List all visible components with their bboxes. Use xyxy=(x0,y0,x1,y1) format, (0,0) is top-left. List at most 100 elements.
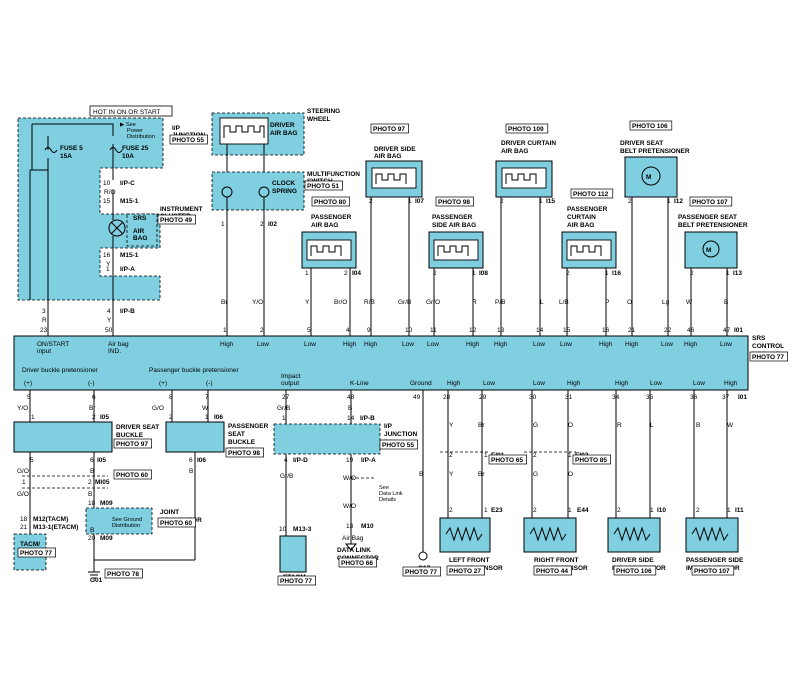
label-p37: 37 xyxy=(722,394,730,401)
photo-ref-ph77b: PHOTO 77 xyxy=(20,550,52,557)
label-airbag-ind2: IND. xyxy=(108,348,121,355)
label-p1b: 1 xyxy=(205,414,209,421)
photo-ref-ph66: PHOTO 66 xyxy=(341,560,373,567)
module-pin-number: 16 xyxy=(602,327,610,334)
label-m1: 1 xyxy=(221,221,225,228)
label-psa1: 1 xyxy=(472,270,476,277)
label-p19: 19 xyxy=(346,457,354,464)
label-ipb: I/P-B xyxy=(120,308,135,315)
label-steering: STEERING xyxy=(307,108,340,115)
label-p2c: 2 xyxy=(88,479,92,486)
photo-ref-box xyxy=(533,565,572,576)
photo-ref-box xyxy=(446,565,485,576)
label-p31: 31 xyxy=(565,394,573,401)
ground-g17-icon xyxy=(418,551,428,561)
label-r5: R xyxy=(472,299,477,306)
label-dsa2: 2 xyxy=(369,198,373,205)
label-p2b: 2 xyxy=(169,414,173,421)
label-i13: I13 xyxy=(733,270,742,277)
module-pin-number: 46 xyxy=(687,327,695,334)
photo-ref-box xyxy=(157,517,196,528)
label-g2: G xyxy=(533,471,538,478)
label-p34: 34 xyxy=(612,394,620,401)
label-p30: 30 xyxy=(529,394,537,401)
module-pin-level: Low xyxy=(257,341,269,348)
module-pin-number: 13 xyxy=(497,327,505,334)
label-psbp-title2: BELT PRETENSIONER xyxy=(678,222,748,229)
label-ipjb2: I/P xyxy=(384,423,393,430)
photo-ref-box xyxy=(402,566,441,577)
photo-ref-box xyxy=(379,439,418,450)
label-ipb2: I/P-B xyxy=(360,415,375,422)
label-p36: 36 xyxy=(690,394,698,401)
label-pin4: 4 xyxy=(107,308,111,315)
label-on-start2: input xyxy=(37,348,51,355)
label-p1d: 1 xyxy=(22,479,26,486)
label-psa-title: PASSENGER xyxy=(432,214,473,221)
photo-ref-box xyxy=(572,454,611,465)
label-gro: Gr/O xyxy=(426,299,440,306)
label-psbs2: SEAT xyxy=(228,431,245,438)
module-pin-level: Low xyxy=(533,341,545,348)
label-impact-out: Impact xyxy=(281,373,301,380)
module-pin-level: High xyxy=(343,341,357,348)
label-dsa-title: DRIVER SIDE xyxy=(374,146,416,153)
label-rfis: RIGHT FRONT xyxy=(534,557,578,564)
label-see-gd: See Ground xyxy=(112,517,142,523)
passenger-side-air-bag xyxy=(428,231,484,336)
label-l4: Low xyxy=(650,380,662,387)
photo-ref-ph97b: PHOTO 97 xyxy=(116,441,148,448)
label-m13: M13-1(ETACM) xyxy=(33,524,78,531)
label-go1: G/O xyxy=(152,405,164,412)
label-h4: High xyxy=(724,380,738,387)
label-pa2: 2 xyxy=(344,270,348,277)
driver-seat-buckle-switch xyxy=(13,421,113,453)
label-b2: B xyxy=(348,405,352,412)
module-pin-number: 47 xyxy=(723,327,731,334)
passenger-air-bag xyxy=(301,231,357,336)
joint-connector xyxy=(85,507,153,535)
label-airbag2: BAG xyxy=(133,235,147,242)
photo-ref-box xyxy=(113,438,152,449)
label-b5: B xyxy=(88,491,92,498)
label-p1h: 1 xyxy=(568,507,572,514)
label-m2: 2 xyxy=(260,221,264,228)
label-plus2: (+) xyxy=(159,380,167,387)
photo-ref-box xyxy=(488,454,527,465)
label-grb3: Gr/B xyxy=(280,473,293,480)
label-p18: 18 xyxy=(88,500,96,507)
motor-icon xyxy=(641,166,661,186)
photo-ref-ph27: PHOTO 27 xyxy=(449,568,481,575)
ground-g01-icon xyxy=(88,571,100,579)
label-p29: 29 xyxy=(479,394,487,401)
label-dca-title2: AIR BAG xyxy=(501,148,528,155)
module-pin-level: Low xyxy=(560,341,572,348)
srs-warning-lamp-icon xyxy=(108,219,126,237)
label-clock2: SPRING xyxy=(272,188,297,195)
label-see-power-1: ▶ See xyxy=(120,122,136,128)
label-p10: 10 xyxy=(279,526,287,533)
label-l3: Low xyxy=(533,380,545,387)
module-pin-level: High xyxy=(684,341,698,348)
label-clock: CLOCK xyxy=(272,180,295,187)
label-g01: G01 xyxy=(90,577,103,584)
photo-ref-ph60a: PHOTO 60 xyxy=(116,472,148,479)
ip-junction-box-block: HOT IN ON OR START xyxy=(17,105,173,301)
label-i12: I12 xyxy=(674,198,683,205)
label-p2h: 2 xyxy=(617,507,621,514)
label-i05b: I05 xyxy=(97,457,106,464)
label-psis: PASSENGER SIDE xyxy=(686,557,744,564)
motor-icon xyxy=(702,240,720,258)
photo-ref-ph106a: PHOTO 106 xyxy=(632,123,668,130)
module-pin-number: 11 xyxy=(430,327,437,334)
driver-air-bag-block xyxy=(211,112,305,336)
label-y3: Y xyxy=(305,299,310,306)
label-grb2: Gr/B xyxy=(277,405,290,412)
label-pb: P/B xyxy=(495,299,505,306)
label-p6b: 6 xyxy=(189,457,193,464)
label-o1: O xyxy=(627,299,632,306)
label-b6: B xyxy=(90,527,94,534)
label-p1: P xyxy=(605,299,609,306)
label-see-gd2: Distribution xyxy=(112,523,140,529)
